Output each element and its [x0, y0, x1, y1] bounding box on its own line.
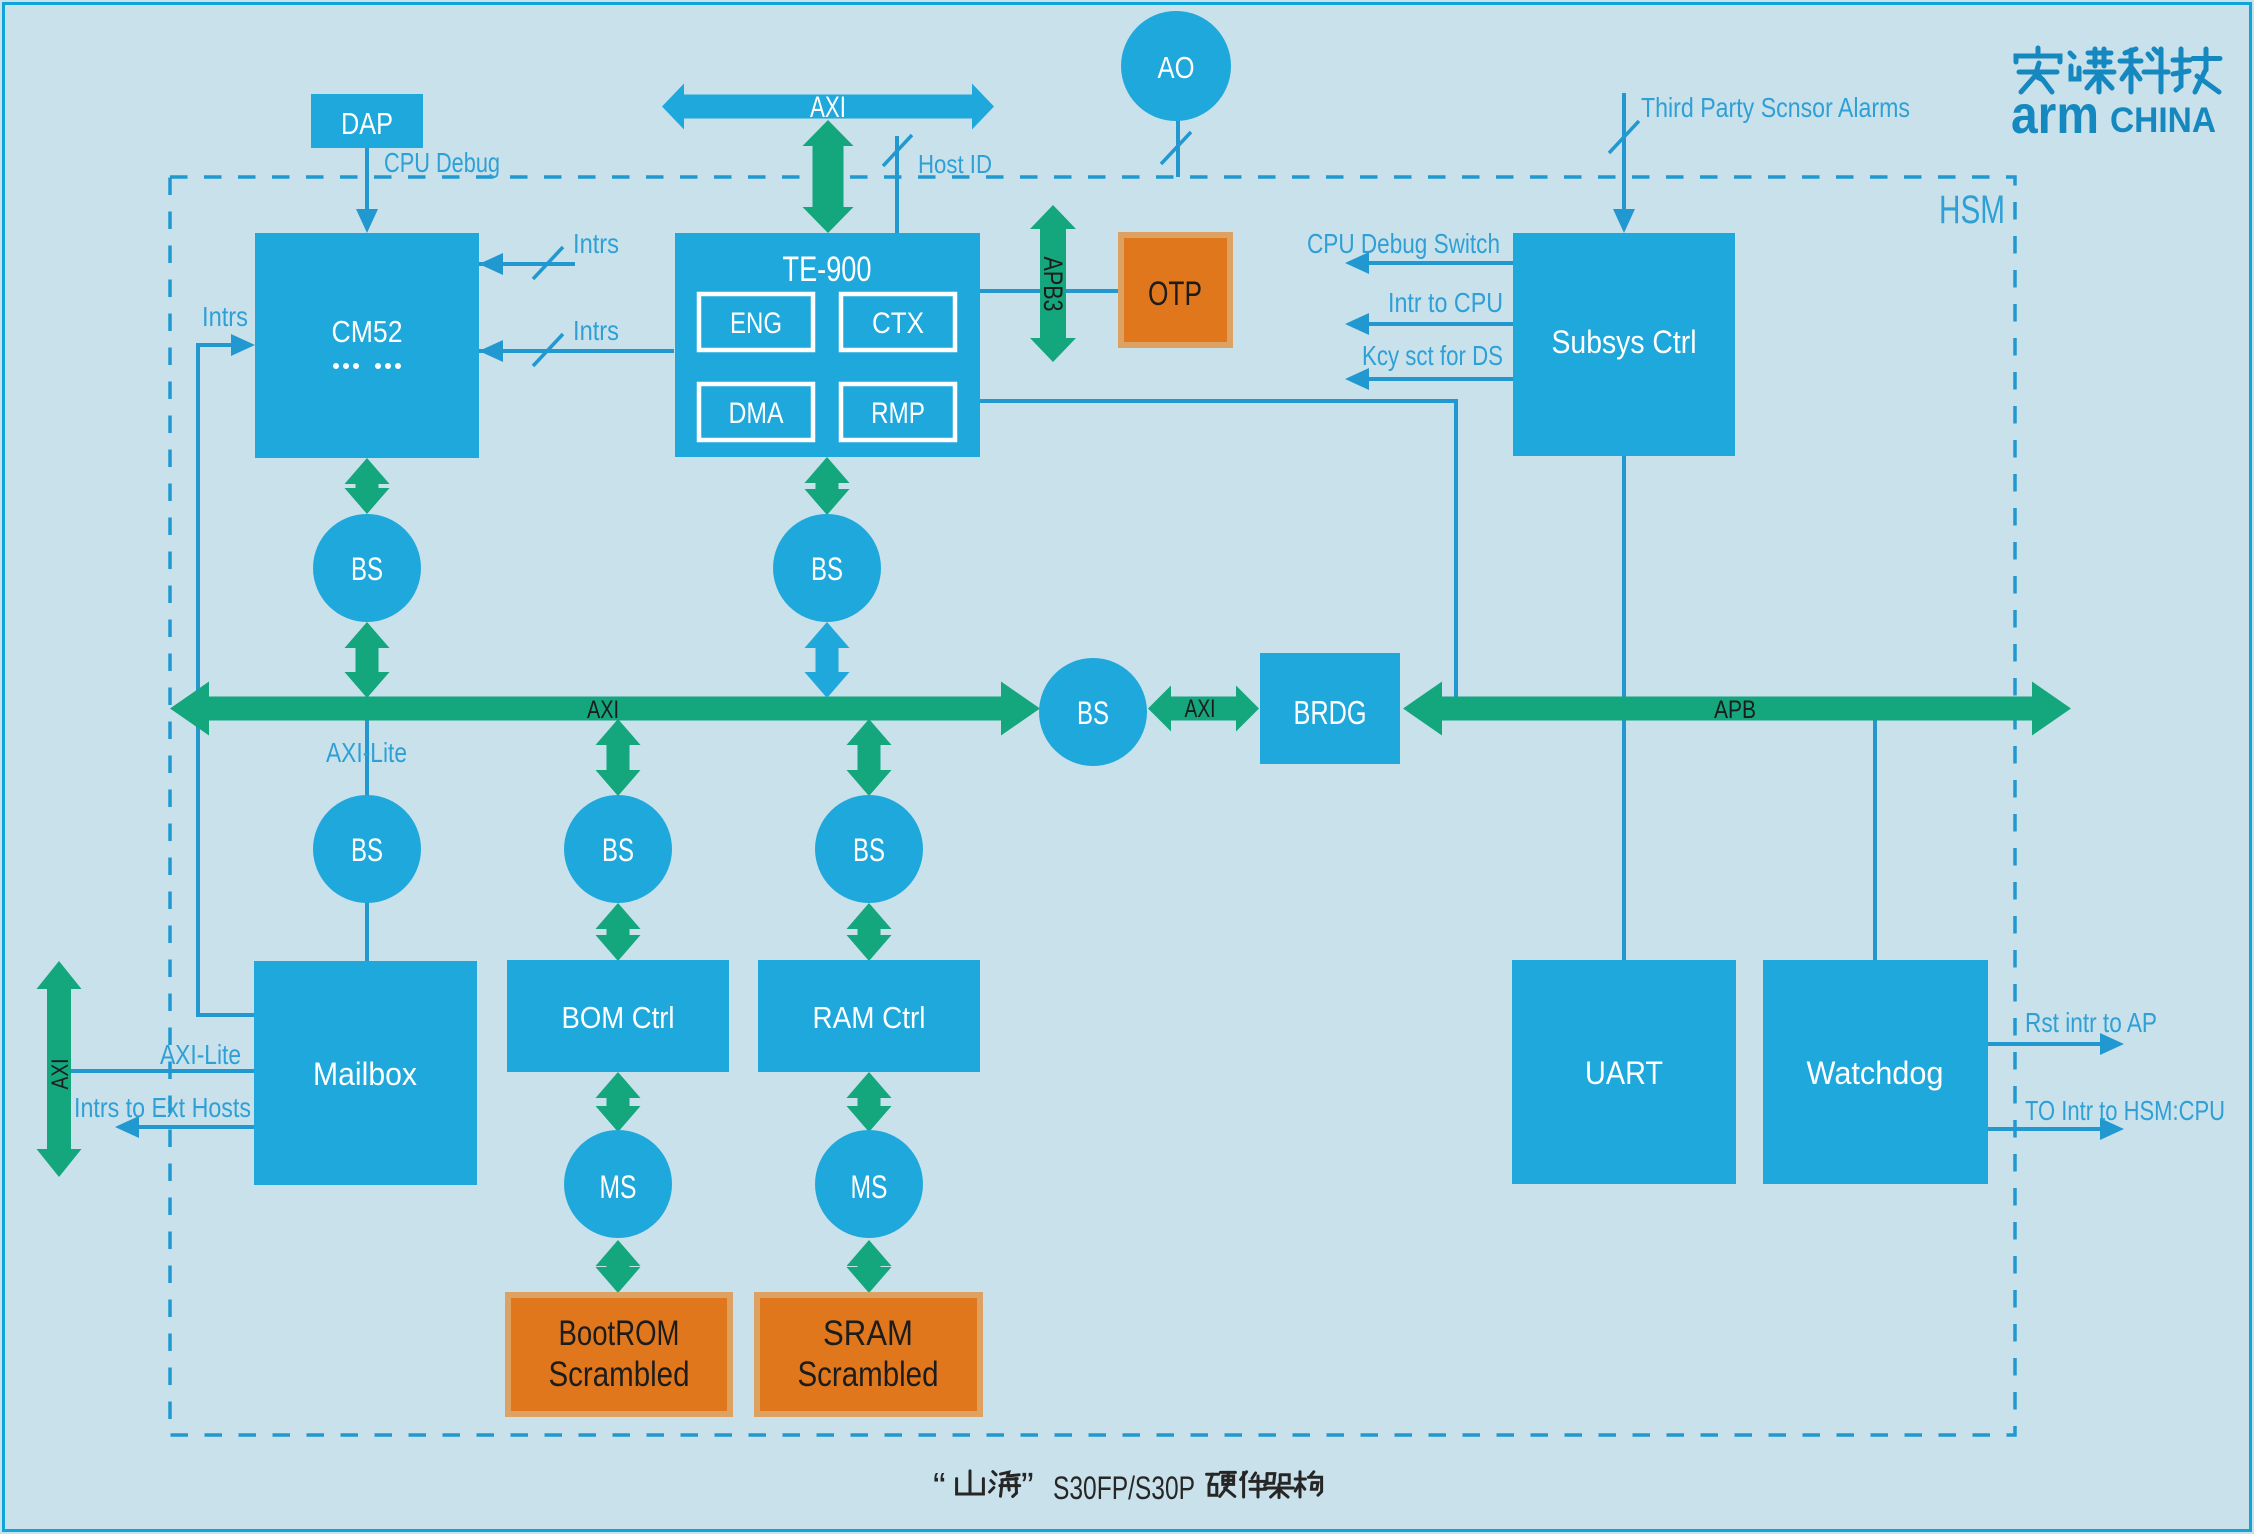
svg-text:DMA: DMA — [729, 397, 784, 430]
svg-text:AXI: AXI — [1185, 695, 1216, 723]
svg-text:AXI-Lite: AXI-Lite — [160, 1039, 241, 1070]
svg-text:“: “ — [933, 1466, 946, 1508]
svg-text:Intrs to Ext Hosts: Intrs to Ext Hosts — [74, 1092, 251, 1123]
svg-text:AXI: AXI — [587, 696, 619, 724]
svg-text:Intrs: Intrs — [573, 315, 619, 346]
svg-text:CM52: CM52 — [332, 314, 403, 349]
svg-text:AXI-Lite: AXI-Lite — [326, 737, 407, 768]
svg-text:Mailbox: Mailbox — [313, 1056, 417, 1092]
svg-text:BS: BS — [853, 832, 885, 868]
svg-text:RAM Ctrl: RAM Ctrl — [813, 1000, 926, 1035]
svg-text:Third Party Scnsor Alarms: Third Party Scnsor Alarms — [1641, 92, 1910, 123]
svg-text:UART: UART — [1585, 1055, 1663, 1091]
svg-text:Watchdog: Watchdog — [1807, 1055, 1944, 1091]
svg-text:Rst intr to AP: Rst intr to AP — [2025, 1007, 2157, 1038]
svg-text:Host ID: Host ID — [918, 149, 992, 179]
svg-text:MS: MS — [600, 1169, 637, 1205]
svg-text:TO Intr to HSM:CPU: TO Intr to HSM:CPU — [2025, 1095, 2225, 1126]
svg-text:Kcy sct for DS: Kcy sct for DS — [1362, 340, 1503, 371]
svg-text:Intrs: Intrs — [573, 228, 619, 259]
svg-text:”: ” — [1021, 1466, 1034, 1508]
svg-text:Scrambled: Scrambled — [549, 1355, 690, 1394]
svg-text:ENG: ENG — [730, 307, 782, 340]
svg-text:AXI: AXI — [810, 91, 846, 124]
svg-text:HSM: HSM — [1939, 188, 2005, 232]
svg-text:S30FP/S30P: S30FP/S30P — [1053, 1470, 1195, 1506]
svg-text:CHINA: CHINA — [2110, 101, 2216, 140]
svg-text:AXI: AXI — [47, 1059, 74, 1090]
svg-text:RMP: RMP — [871, 397, 925, 430]
svg-text:Subsys Ctrl: Subsys Ctrl — [1552, 324, 1697, 360]
svg-text:BS: BS — [602, 832, 634, 868]
svg-text:APB: APB — [1714, 696, 1756, 724]
svg-text:APB3: APB3 — [1038, 257, 1068, 312]
svg-text:Intr to CPU: Intr to CPU — [1388, 287, 1503, 318]
svg-text:MS: MS — [851, 1169, 888, 1205]
svg-text:BootROM: BootROM — [559, 1314, 680, 1353]
svg-text:Scrambled: Scrambled — [798, 1355, 939, 1394]
svg-text:BRDG: BRDG — [1294, 694, 1367, 731]
svg-text:Intrs: Intrs — [202, 301, 248, 332]
svg-text:BS: BS — [351, 551, 383, 587]
svg-text:arm: arm — [2011, 85, 2099, 145]
svg-text:BS: BS — [351, 832, 383, 868]
svg-text:CPU Debug: CPU Debug — [384, 147, 500, 178]
svg-text:BS: BS — [811, 551, 843, 587]
svg-text:AO: AO — [1158, 50, 1195, 85]
svg-text:DAP: DAP — [341, 106, 393, 141]
svg-text:SRAM: SRAM — [823, 1314, 913, 1353]
svg-text:BOM Ctrl: BOM Ctrl — [562, 1000, 675, 1035]
svg-text:CPU Debug Switch: CPU Debug Switch — [1307, 228, 1500, 259]
svg-text:BS: BS — [1077, 695, 1109, 731]
svg-text:TE-900: TE-900 — [783, 250, 872, 289]
svg-text:OTP: OTP — [1148, 275, 1202, 313]
svg-text:CTX: CTX — [872, 307, 924, 340]
